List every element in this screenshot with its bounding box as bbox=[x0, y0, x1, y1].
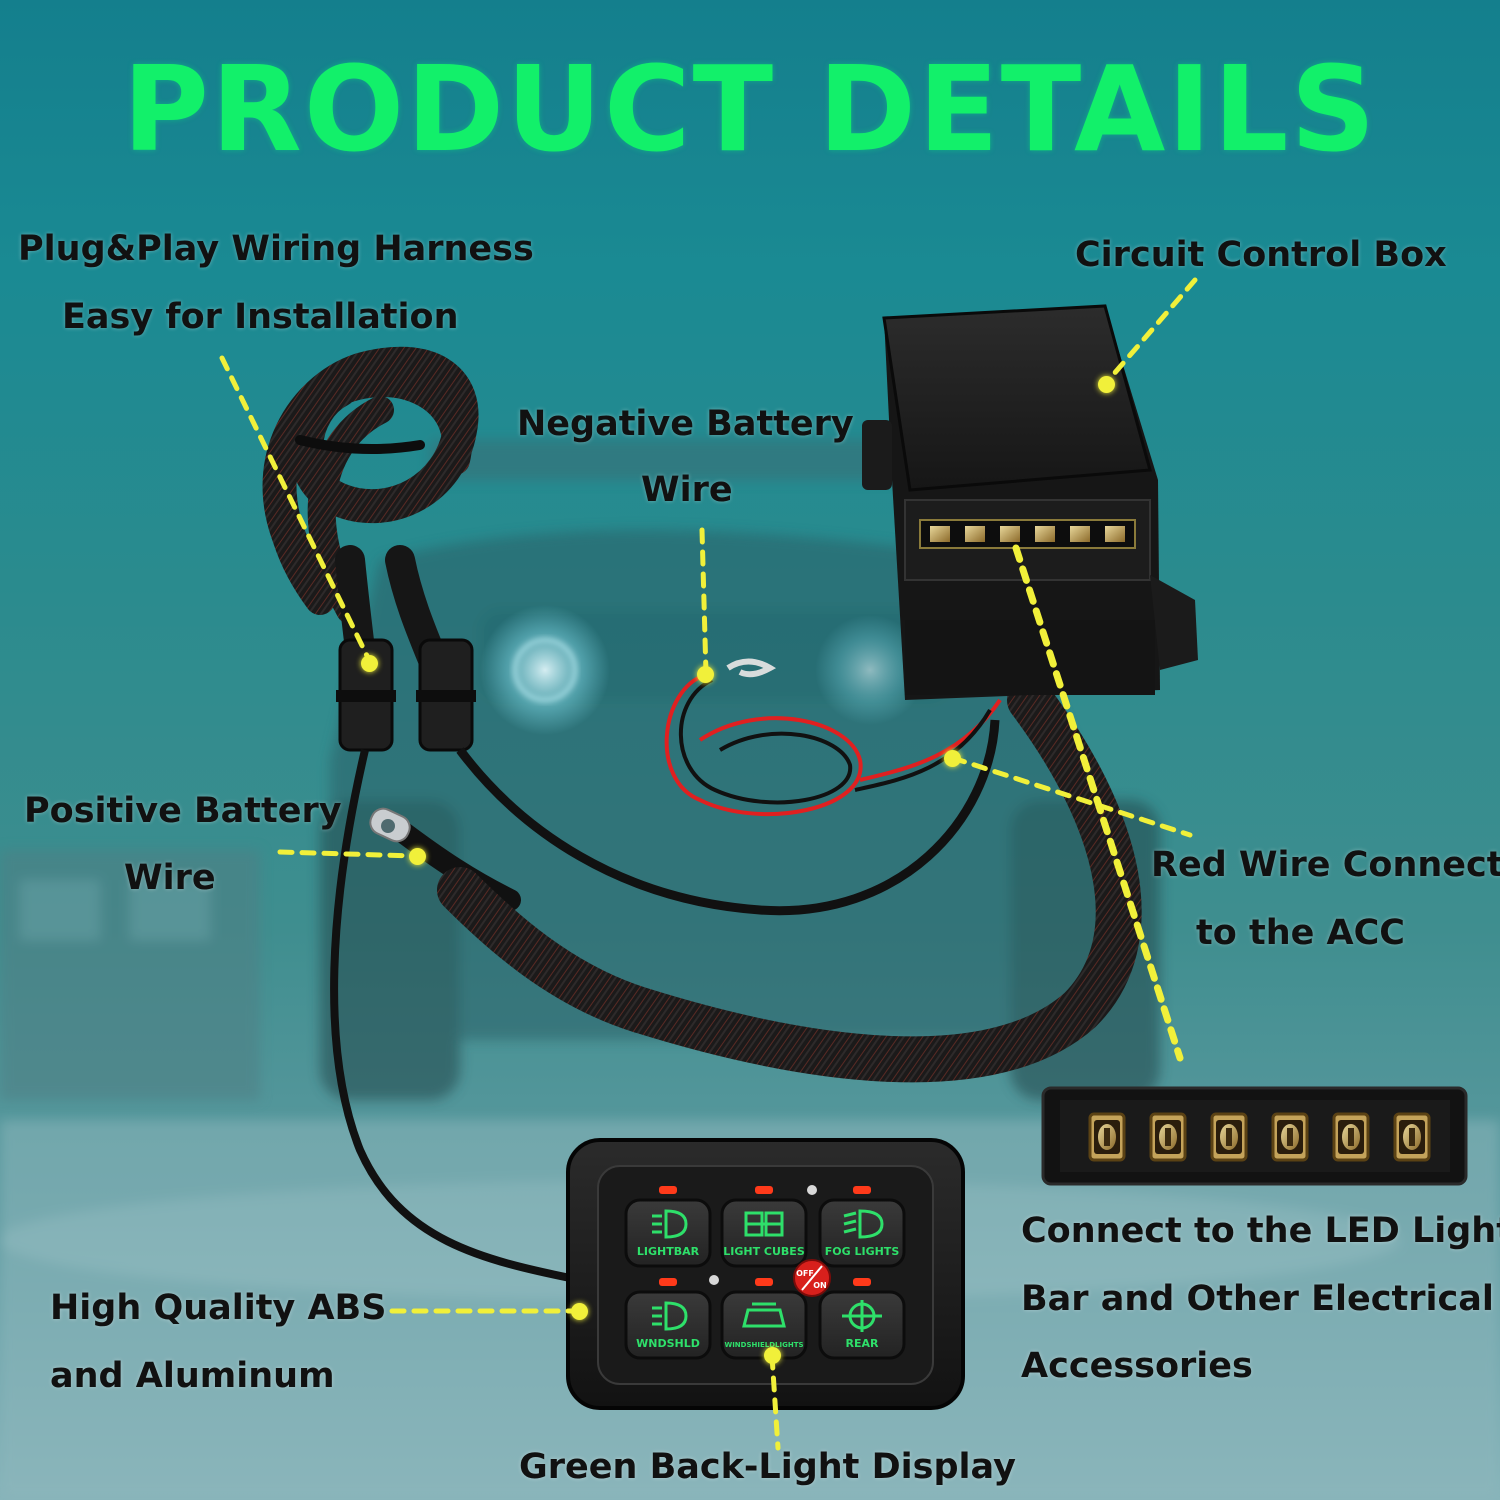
switch-button-1[interactable]: LIGHTBAR bbox=[624, 1186, 712, 1268]
red-wire-label-line2: to the ACC bbox=[1196, 913, 1405, 953]
indicator-led bbox=[853, 1186, 871, 1194]
power-off-label: OFF bbox=[796, 1269, 814, 1278]
red-wire-leader bbox=[950, 755, 1193, 838]
positive-leader bbox=[277, 849, 419, 859]
switch-button-label: WINDSHIELDLIGHTS bbox=[724, 1341, 803, 1349]
indicator-led bbox=[853, 1278, 871, 1286]
harness-label-line1: Plug&Play Wiring Harness bbox=[18, 229, 534, 269]
control-box-callout-dot bbox=[1098, 376, 1115, 393]
display-leader bbox=[769, 1353, 781, 1451]
strip-terminal bbox=[1271, 1112, 1309, 1162]
positive-label-line2: Wire bbox=[124, 858, 216, 898]
power-on-label: ON bbox=[813, 1281, 827, 1290]
panel-cable bbox=[330, 749, 581, 1284]
abs-label-line2: and Aluminum bbox=[50, 1356, 335, 1396]
jeep-icon bbox=[742, 1302, 786, 1328]
indicator-led bbox=[659, 1278, 677, 1286]
switch-button-label: LIGHTBAR bbox=[637, 1245, 700, 1258]
positive-label-line1: Positive Battery bbox=[24, 791, 342, 831]
strip-terminal bbox=[1210, 1112, 1248, 1162]
switch-button-3[interactable]: FOG LIGHTS bbox=[818, 1186, 906, 1268]
led-label-line1: Connect to the LED Light bbox=[1021, 1211, 1500, 1251]
strip-terminal bbox=[1149, 1112, 1187, 1162]
led-label-line3: Accessories bbox=[1021, 1346, 1253, 1386]
negative-callout-dot bbox=[697, 666, 714, 683]
switch-button-2[interactable]: LIGHT CUBES bbox=[720, 1186, 808, 1268]
red-wire-label-line1: Red Wire Connect bbox=[1151, 845, 1500, 885]
switch-button-4[interactable]: WNDSHLD bbox=[624, 1278, 712, 1360]
display-callout-dot bbox=[764, 1347, 781, 1364]
led-strip-leader bbox=[1012, 544, 1184, 1062]
left-headlight bbox=[480, 605, 610, 735]
switch-panel: LIGHTBAR LIGHT CUBES FOG LIGHTS WNDSHLD WIND… bbox=[566, 1138, 965, 1410]
harness-connectors bbox=[336, 638, 476, 752]
page-title: PRODUCT DETAILS bbox=[122, 40, 1378, 178]
control-box-leader bbox=[1103, 277, 1198, 386]
windshield-light-icon bbox=[652, 1301, 688, 1331]
light-cubes-icon bbox=[744, 1211, 784, 1237]
harness-callout-dot bbox=[361, 655, 378, 672]
display-label: Green Back-Light Display bbox=[519, 1447, 1016, 1487]
switch-button-label: REAR bbox=[846, 1337, 879, 1350]
switch-button-6[interactable]: REAR bbox=[818, 1278, 906, 1360]
strip-terminal bbox=[1088, 1112, 1126, 1162]
red-wire-callout-dot bbox=[944, 750, 961, 767]
abs-label-line1: High Quality ABS bbox=[50, 1288, 387, 1328]
led-connector-strip bbox=[1041, 1086, 1468, 1186]
box-terminal-row bbox=[919, 519, 1136, 549]
status-dot bbox=[807, 1185, 817, 1195]
negative-label-line1: Negative Battery bbox=[517, 404, 854, 444]
indicator-led bbox=[659, 1186, 677, 1194]
status-dot bbox=[709, 1275, 719, 1285]
rear-light-icon bbox=[842, 1300, 882, 1332]
wiring-harness-coil bbox=[262, 346, 479, 624]
switch-button-label: LIGHT CUBES bbox=[723, 1245, 805, 1258]
negative-leader bbox=[699, 527, 709, 677]
fog-lights-icon bbox=[843, 1209, 884, 1239]
indicator-led bbox=[755, 1278, 773, 1286]
lightbar-icon bbox=[652, 1209, 688, 1239]
harness-leader bbox=[219, 355, 373, 665]
power-button[interactable]: OFF ON bbox=[793, 1259, 831, 1297]
switch-button-5[interactable]: WINDSHIELDLIGHTS bbox=[720, 1278, 808, 1360]
braided-main-harness bbox=[437, 677, 1142, 1083]
harness-label-line2: Easy for Installation bbox=[62, 297, 459, 337]
strip-terminal bbox=[1332, 1112, 1370, 1162]
strip-terminal bbox=[1393, 1112, 1431, 1162]
negative-label-line2: Wire bbox=[641, 470, 733, 510]
positive-callout-dot bbox=[409, 848, 426, 865]
switch-button-label: FOG LIGHTS bbox=[825, 1245, 900, 1258]
harness-to-box-cable bbox=[456, 719, 1000, 916]
switch-button-label: WNDSHLD bbox=[636, 1337, 700, 1350]
red-black-wire-coil bbox=[664, 658, 1002, 817]
circuit-control-box bbox=[862, 304, 1198, 700]
indicator-led bbox=[755, 1186, 773, 1194]
led-label-line2: Bar and Other Electrical bbox=[1021, 1279, 1494, 1319]
right-headlight bbox=[815, 615, 925, 725]
control-box-label: Circuit Control Box bbox=[1075, 235, 1447, 275]
abs-callout-dot bbox=[571, 1303, 588, 1320]
